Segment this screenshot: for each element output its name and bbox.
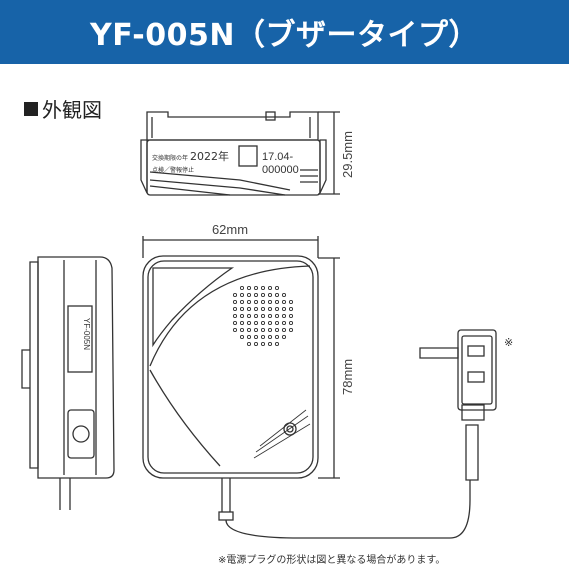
- power-plug-drawing: [225, 329, 497, 539]
- speaker-hole: [274, 313, 280, 319]
- speaker-hole: [281, 320, 287, 326]
- speaker-hole: [267, 299, 273, 305]
- speaker-hole: [281, 299, 287, 305]
- speaker-hole: [260, 341, 266, 347]
- speaker-hole: [274, 320, 280, 326]
- speaker-hole: [274, 306, 280, 312]
- speaker-hole: [260, 334, 266, 340]
- speaker-hole: [239, 306, 245, 312]
- speaker-hole: [267, 306, 273, 312]
- top-view-line2-prefix: 点検／警報停止: [152, 166, 194, 174]
- page-title: YF-005N（ブザータイプ）: [90, 18, 479, 53]
- speaker-hole: [267, 292, 273, 298]
- speaker-hole: [288, 299, 294, 305]
- depth-dimension-label: 29.5mm: [340, 131, 355, 178]
- speaker-hole: [239, 292, 245, 298]
- speaker-hole: [246, 299, 252, 305]
- speaker-hole: [232, 327, 238, 333]
- top-view-drawing: [140, 111, 327, 196]
- speaker-grille: [232, 285, 294, 347]
- title-banner: YF-005N（ブザータイプ）: [0, 0, 569, 64]
- speaker-hole: [239, 334, 245, 340]
- section-heading: 外観図: [24, 94, 102, 123]
- speaker-hole: [260, 327, 266, 333]
- speaker-hole: [260, 320, 266, 326]
- speaker-hole: [274, 285, 280, 291]
- side-view-model-label: YF-005N: [82, 318, 91, 350]
- top-view-year: 2022年: [190, 149, 229, 163]
- speaker-hole: [260, 313, 266, 319]
- speaker-hole: [274, 299, 280, 305]
- top-view-line1-prefix: 交換期限の年: [152, 154, 188, 162]
- speaker-hole: [253, 334, 259, 340]
- speaker-hole: [274, 292, 280, 298]
- top-view-serial-b: 000000: [262, 164, 299, 176]
- speaker-hole: [281, 313, 287, 319]
- speaker-hole: [267, 285, 273, 291]
- speaker-hole: [239, 327, 245, 333]
- speaker-hole: [267, 334, 273, 340]
- speaker-hole: [288, 320, 294, 326]
- speaker-hole: [239, 285, 245, 291]
- speaker-hole: [281, 327, 287, 333]
- speaker-hole: [239, 320, 245, 326]
- speaker-hole: [260, 285, 266, 291]
- speaker-hole: [246, 341, 252, 347]
- speaker-hole: [253, 327, 259, 333]
- speaker-hole: [253, 320, 259, 326]
- speaker-hole: [246, 334, 252, 340]
- speaker-hole: [281, 334, 287, 340]
- width-dimension-label: 62mm: [212, 222, 248, 237]
- speaker-hole: [274, 341, 280, 347]
- speaker-hole: [267, 341, 273, 347]
- speaker-hole: [253, 299, 259, 305]
- footnote: ※電源プラグの形状は図と異なる場合があります。: [218, 555, 446, 566]
- speaker-hole: [253, 306, 259, 312]
- speaker-hole: [267, 320, 273, 326]
- square-bullet-icon: [24, 101, 38, 116]
- speaker-hole: [239, 313, 245, 319]
- height-dimension-label: 78mm: [340, 359, 355, 395]
- speaker-hole: [246, 292, 252, 298]
- speaker-hole: [232, 292, 238, 298]
- speaker-hole: [274, 334, 280, 340]
- speaker-hole: [288, 313, 294, 319]
- speaker-hole: [246, 285, 252, 291]
- speaker-hole: [260, 306, 266, 312]
- speaker-hole: [232, 320, 238, 326]
- speaker-hole: [260, 292, 266, 298]
- speaker-hole: [246, 327, 252, 333]
- speaker-hole: [288, 306, 294, 312]
- width-dimension-line: [142, 236, 319, 258]
- depth-dimension-line: [318, 111, 340, 195]
- speaker-hole: [253, 341, 259, 347]
- speaker-hole: [274, 327, 280, 333]
- speaker-hole: [267, 313, 273, 319]
- speaker-hole: [246, 313, 252, 319]
- speaker-hole: [253, 292, 259, 298]
- front-view-drawing: [142, 255, 319, 521]
- speaker-hole: [253, 313, 259, 319]
- speaker-hole: [260, 299, 266, 305]
- top-view-serial-a: 17.04-: [262, 151, 294, 163]
- section-label: 外観図: [42, 98, 102, 122]
- side-view-drawing: [21, 256, 115, 510]
- speaker-hole: [232, 313, 238, 319]
- speaker-hole: [232, 299, 238, 305]
- speaker-hole: [253, 285, 259, 291]
- speaker-hole: [232, 306, 238, 312]
- speaker-hole: [246, 320, 252, 326]
- height-dimension-line: [318, 257, 340, 479]
- plug-note-mark: ※: [504, 336, 513, 349]
- speaker-hole: [267, 327, 273, 333]
- speaker-hole: [239, 299, 245, 305]
- speaker-hole: [246, 306, 252, 312]
- speaker-hole: [281, 292, 287, 298]
- speaker-hole: [288, 327, 294, 333]
- speaker-hole: [281, 306, 287, 312]
